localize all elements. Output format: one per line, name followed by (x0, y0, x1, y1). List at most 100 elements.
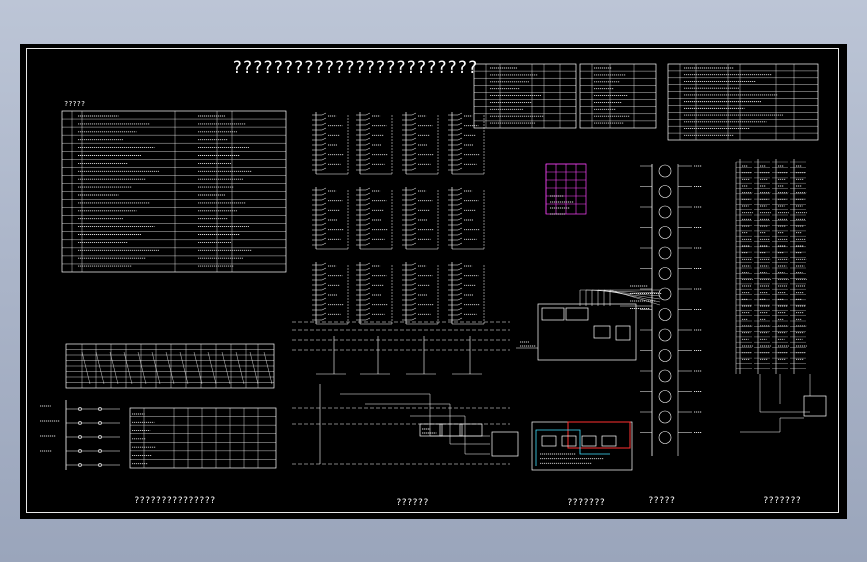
schematic-line (457, 132, 463, 136)
terminal-symbol (658, 226, 672, 239)
contact-symbol (78, 463, 82, 467)
schematic-line (411, 232, 417, 236)
breaker-box (419, 423, 443, 437)
terminal-table (129, 407, 277, 469)
schematic-line (411, 277, 417, 281)
schematic-line (457, 232, 463, 236)
contact-symbol (98, 407, 102, 411)
schematic-line (321, 317, 327, 321)
schematic-line (365, 207, 371, 211)
contact-symbol (98, 421, 102, 425)
schematic-line (365, 227, 371, 231)
schematic-line (365, 167, 371, 171)
schematic-line (411, 292, 417, 296)
schematic-line (321, 112, 327, 116)
schematic-line (411, 162, 417, 166)
terminal-symbol (658, 369, 672, 383)
schematic-line (95, 351, 105, 385)
schematic-line (457, 117, 463, 121)
schematic-line (457, 302, 463, 306)
schematic-line (411, 297, 417, 301)
schematic-line (321, 117, 327, 121)
schematic-line (321, 202, 327, 206)
schematic-line (411, 197, 417, 201)
device-module (541, 307, 565, 321)
schematic-line (365, 287, 371, 291)
schematic-line (411, 132, 417, 136)
schematic-line (411, 117, 417, 121)
schematic-line (321, 287, 327, 291)
schematic-line (603, 289, 661, 303)
terminal-symbol (658, 267, 672, 280)
schematic-line (365, 277, 371, 281)
device-enclosure (537, 303, 637, 361)
schematic-line (457, 237, 463, 241)
schematic-line (321, 237, 327, 241)
schematic-line (457, 222, 463, 226)
terminal-symbol (658, 246, 672, 260)
schematic-line (365, 192, 371, 196)
drawing-sheet: ???????????????????????? ????? ?????????… (20, 44, 847, 519)
schematic-line (597, 289, 661, 300)
breaker-box (459, 423, 483, 437)
cyan-circuit (535, 429, 610, 466)
schematic-line (365, 157, 371, 161)
schematic-line (411, 112, 417, 116)
red-circuit (567, 421, 631, 449)
schematic-line (263, 351, 273, 385)
schematic-line (365, 212, 371, 216)
schematic-line (411, 287, 417, 291)
schematic-line (321, 227, 327, 231)
terminal-symbol (658, 349, 672, 362)
schematic-line (365, 217, 371, 221)
schematic-line (411, 272, 417, 276)
schematic-line (321, 132, 327, 136)
schematic-line (411, 207, 417, 211)
schematic-line (365, 282, 371, 286)
schematic-line (365, 122, 371, 126)
schematic-line (321, 267, 327, 271)
schematic-line (411, 142, 417, 146)
terminal-symbol (658, 185, 672, 198)
schematic-line (321, 192, 327, 196)
schematic-line (365, 222, 371, 226)
relay-box (601, 435, 617, 447)
schematic-line (411, 262, 417, 266)
schematic-line (457, 312, 463, 316)
schematic-line (411, 307, 417, 311)
breaker-box (439, 423, 463, 437)
drawing-title: ???????????????????????? (232, 58, 478, 78)
schematic-line (457, 242, 463, 246)
schematic-line (457, 317, 463, 321)
schematic-line (411, 152, 417, 156)
schematic-line (411, 242, 417, 246)
terminal-symbol (658, 287, 672, 301)
schematic-line (411, 157, 417, 161)
schematic-line (321, 197, 327, 201)
schematic-line (457, 197, 463, 201)
relay-box (541, 435, 557, 447)
schematic-line (321, 157, 327, 161)
caption-center: ?????? (396, 498, 429, 508)
schematic-line (321, 122, 327, 126)
schematic-line (411, 217, 417, 221)
schematic-line (321, 207, 327, 211)
schematic-line (321, 142, 327, 146)
schematic-line (109, 351, 119, 385)
schematic-line (411, 202, 417, 206)
schematic-line (591, 289, 661, 297)
schematic-line (321, 187, 327, 191)
schematic-line (321, 137, 327, 141)
top-table-3 (667, 63, 819, 141)
schematic-line (411, 227, 417, 231)
schematic-line (365, 162, 371, 166)
schematic-line (457, 267, 463, 271)
schematic-line (411, 267, 417, 271)
schematic-line (365, 132, 371, 136)
contact-symbol (98, 463, 102, 467)
schematic-line (411, 312, 417, 316)
junction-box (803, 395, 827, 417)
caption-right-1: ????? (648, 496, 676, 506)
top-table-1 (473, 63, 577, 129)
contact-symbol (78, 449, 82, 453)
